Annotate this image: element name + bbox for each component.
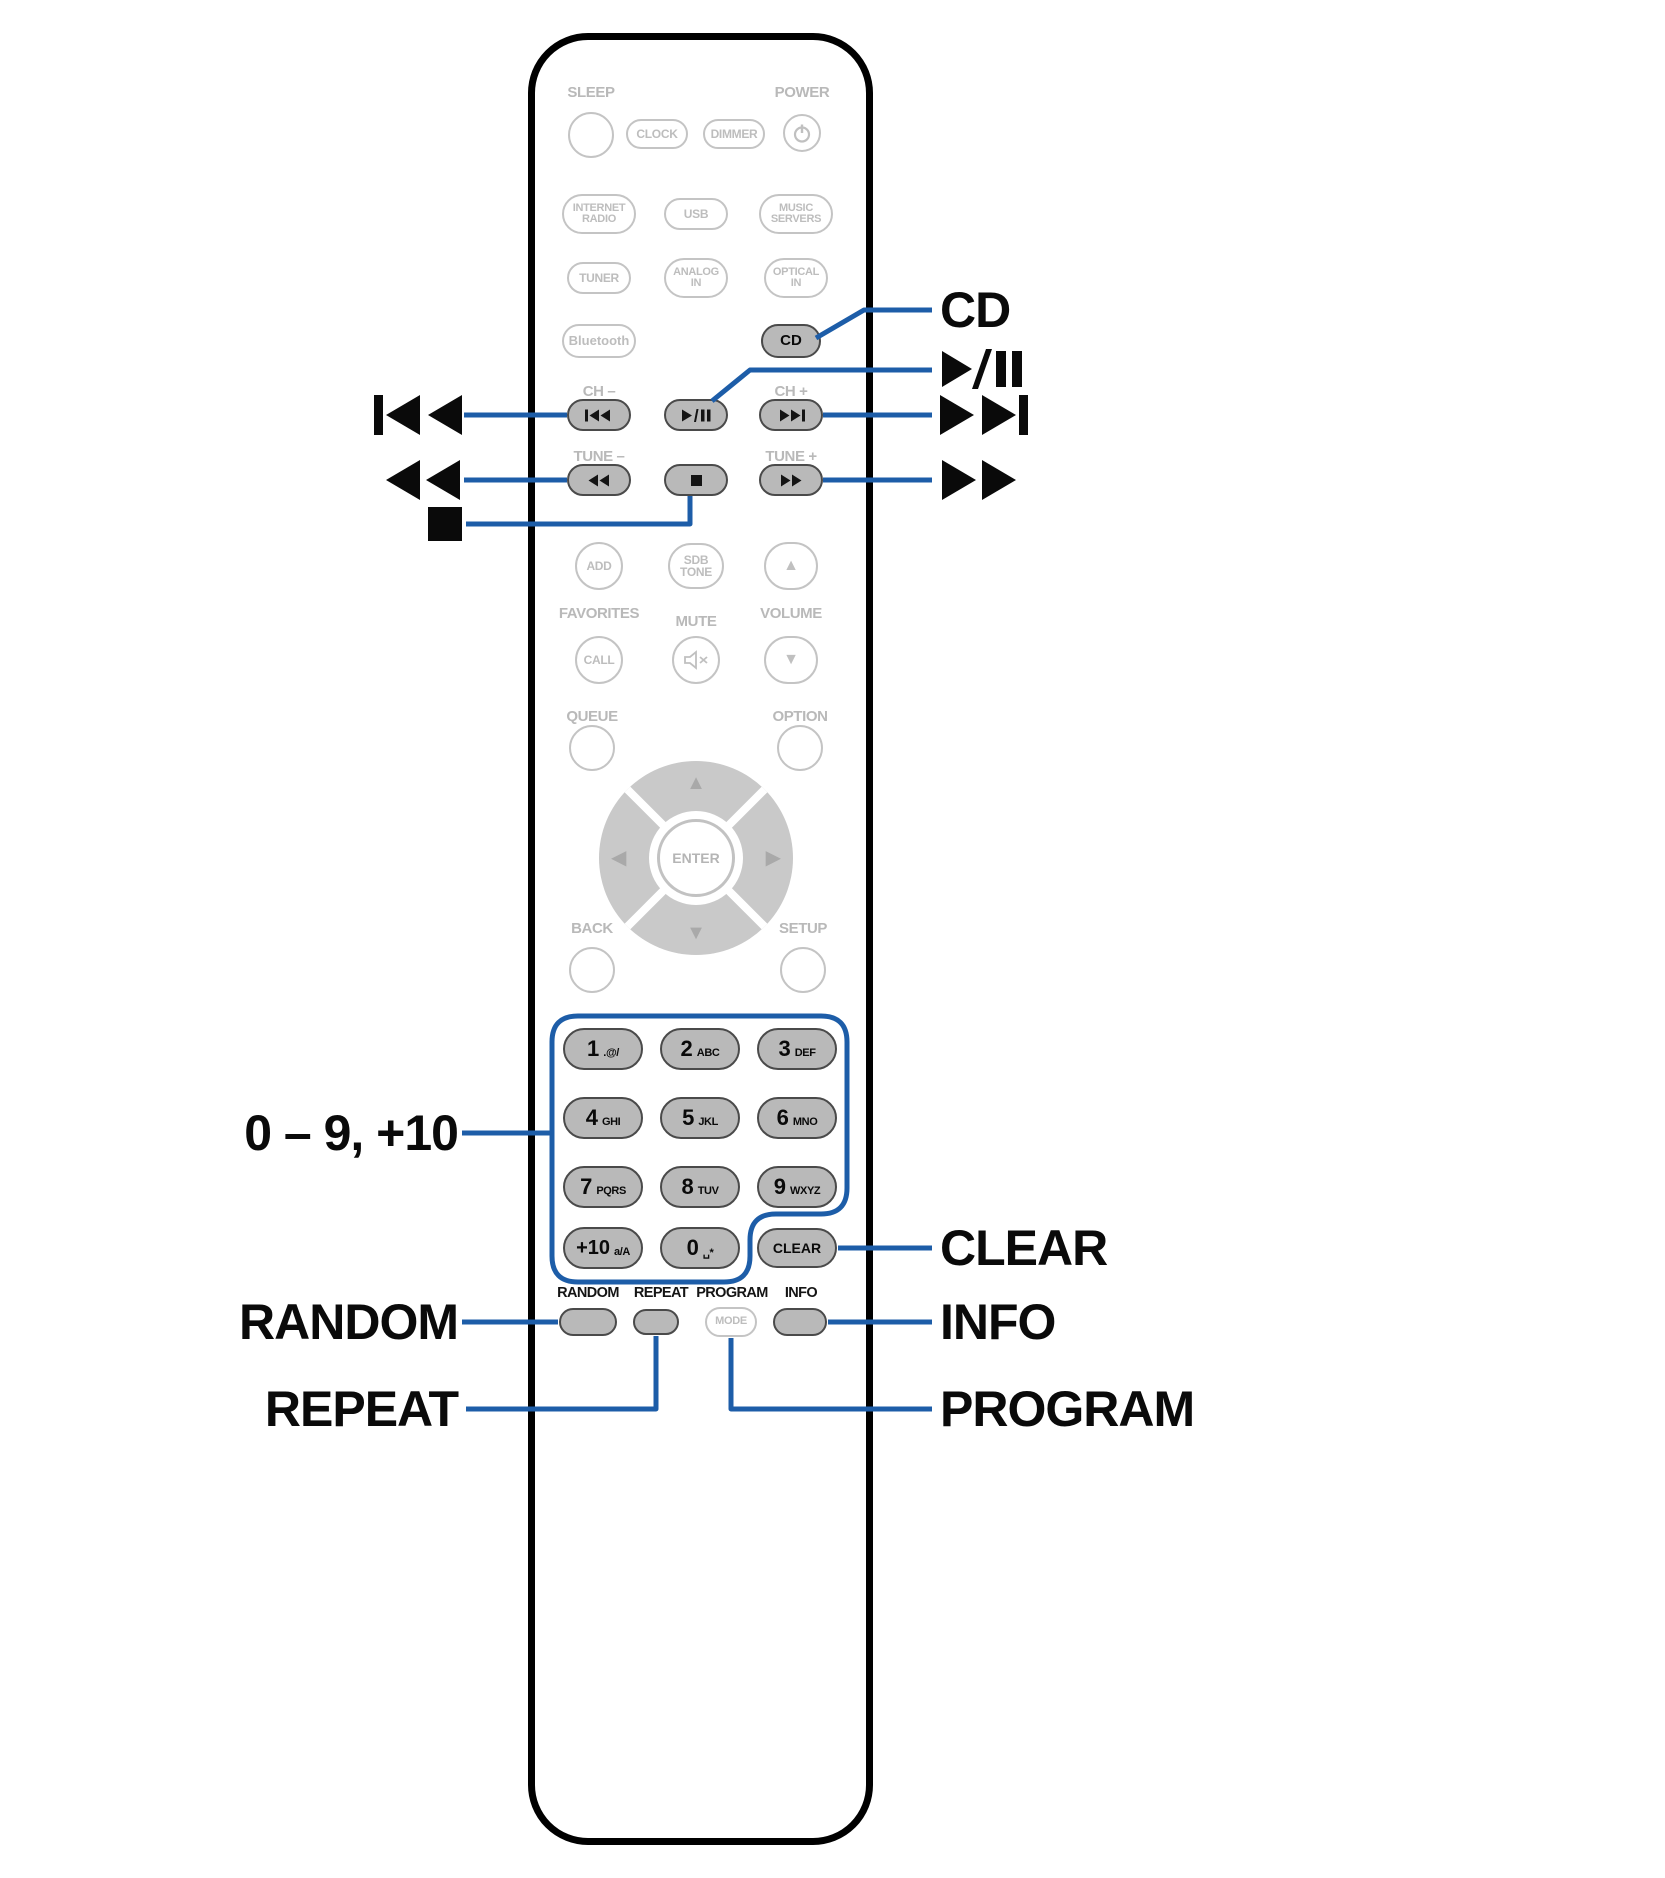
enter-button[interactable]: ENTER <box>657 819 735 897</box>
bluetooth-button[interactable]: Bluetooth <box>562 324 636 358</box>
callout-repeat: REPEAT <box>264 1381 459 1437</box>
program-label: PROGRAM <box>696 1285 768 1301</box>
clear-button[interactable]: CLEAR <box>757 1228 837 1268</box>
tune-minus-label: TUNE – <box>573 448 625 465</box>
power-icon <box>793 124 811 143</box>
usb-button[interactable]: USB <box>664 198 728 230</box>
volume-label: VOLUME <box>760 605 822 622</box>
add-button[interactable]: ADD <box>575 542 623 590</box>
callout-cd: CD <box>940 282 1011 338</box>
setup-label: SETUP <box>778 920 827 937</box>
tuner-button[interactable]: TUNER <box>567 262 631 294</box>
favorites-label: FAVORITES <box>558 605 640 622</box>
back-label: BACK <box>571 920 613 937</box>
call-button[interactable]: CALL <box>575 636 623 684</box>
option-button[interactable] <box>777 725 823 771</box>
skip-back-icon <box>585 409 610 421</box>
volume-up-icon: ▲ <box>783 557 799 574</box>
callout-random: RANDOM <box>239 1294 459 1350</box>
sleep-button[interactable] <box>568 112 614 158</box>
play-pause-icon <box>682 408 711 422</box>
dpad-left-button[interactable]: ◀ <box>611 847 627 869</box>
callout-program: PROGRAM <box>940 1381 1195 1437</box>
sdb-tone-button[interactable]: SDB TONE <box>668 543 724 589</box>
stop-icon <box>690 474 702 486</box>
stop-button[interactable] <box>664 464 728 496</box>
callout-skip-forward-icon <box>940 395 1028 440</box>
cd-button[interactable]: CD <box>761 324 821 358</box>
skip-forward-button[interactable] <box>759 399 823 431</box>
dpad: ▲ ▼ ◀ ▶ ENTER <box>599 761 793 955</box>
dpad-down-button[interactable]: ▼ <box>686 922 706 944</box>
internet-radio-button[interactable]: INTERNET RADIO <box>562 194 636 234</box>
dpad-right-button[interactable]: ▶ <box>765 847 781 869</box>
power-label: POWER <box>774 84 830 101</box>
tune-plus-label: TUNE + <box>765 448 817 465</box>
back-button[interactable] <box>569 947 615 993</box>
option-label: OPTION <box>772 708 828 725</box>
clock-button[interactable]: CLOCK <box>626 119 688 149</box>
skip-back-button[interactable] <box>567 399 631 431</box>
music-servers-button[interactable]: MUSIC SERVERS <box>759 194 833 234</box>
info-button[interactable] <box>773 1308 827 1336</box>
callout-stop-icon <box>428 507 462 541</box>
mute-icon <box>684 650 708 670</box>
ch-minus-label: CH – <box>582 383 616 400</box>
skip-forward-icon <box>780 409 805 421</box>
ch-plus-label: CH + <box>774 383 808 400</box>
callout-rewind-icon <box>384 460 462 505</box>
callout-info: INFO <box>940 1294 1056 1350</box>
callout-fast-forward-icon <box>940 460 1018 505</box>
random-button[interactable] <box>559 1308 617 1336</box>
queue-button[interactable] <box>569 725 615 771</box>
callout-digits: 0 – 9, +10 <box>244 1105 459 1161</box>
dimmer-button[interactable]: DIMMER <box>703 119 765 149</box>
callout-play-pause-icon <box>940 349 1024 394</box>
volume-down-button[interactable]: ▼ <box>764 636 818 684</box>
dpad-up-button[interactable]: ▲ <box>686 772 706 794</box>
fast-forward-button[interactable] <box>759 464 823 496</box>
play-pause-button[interactable] <box>664 399 728 431</box>
callout-skip-back-icon <box>374 395 462 440</box>
info-label: INFO <box>784 1285 818 1301</box>
mute-button[interactable] <box>672 636 720 684</box>
queue-label: QUEUE <box>566 708 618 725</box>
volume-down-icon: ▼ <box>783 651 799 668</box>
analog-in-button[interactable]: ANALOG IN <box>664 258 728 298</box>
optical-in-button[interactable]: OPTICAL IN <box>764 258 828 298</box>
rewind-icon <box>588 474 609 486</box>
callout-clear: CLEAR <box>940 1220 1108 1276</box>
repeat-button[interactable] <box>633 1309 679 1335</box>
rewind-button[interactable] <box>567 464 631 496</box>
sleep-label: SLEEP <box>567 84 615 101</box>
setup-button[interactable] <box>780 947 826 993</box>
random-label: RANDOM <box>557 1285 619 1301</box>
repeat-label: REPEAT <box>633 1285 689 1301</box>
key-0[interactable]: 0␣* <box>660 1227 740 1269</box>
mute-label: MUTE <box>675 613 717 630</box>
key-1[interactable]: 1.@/ <box>563 1028 643 1070</box>
mode-button[interactable]: MODE <box>705 1307 757 1337</box>
volume-up-button[interactable]: ▲ <box>764 542 818 590</box>
power-button[interactable] <box>783 114 821 152</box>
fast-forward-icon <box>781 474 802 486</box>
